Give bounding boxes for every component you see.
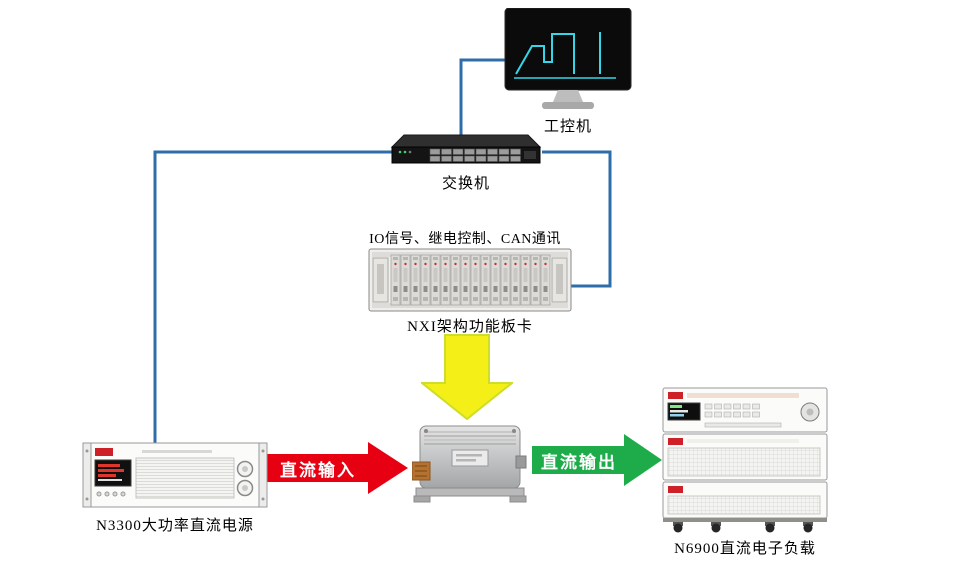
nxi-chassis-label: NXI架构功能板卡: [407, 319, 533, 335]
card-chassis-icon: [368, 248, 572, 312]
dc-output-label: 直流输出: [541, 452, 617, 472]
network-switch-label: 交换机: [441, 176, 490, 192]
network-switch-node: 交换机: [388, 131, 544, 193]
dc-input-label: 直流输入: [280, 460, 356, 480]
io-caption: IO信号、继电控制、CAN通讯: [369, 232, 561, 247]
industrial-pc-label: 工控机: [543, 119, 592, 135]
dc-input-arrow: 直流输入: [266, 439, 408, 497]
industrial-pc-node: 工控机: [502, 8, 634, 136]
cable-switch-to-psu: [153, 150, 392, 448]
load-label: N6900直流电子负载: [674, 541, 816, 557]
load-node: N6900直流电子负载: [661, 386, 829, 558]
monitor-icon: [504, 8, 632, 109]
right-arrow-icon: [266, 442, 408, 494]
switch-icon: [390, 134, 542, 164]
down-arrow-icon: [421, 334, 513, 420]
dut-node: [412, 416, 530, 504]
control-flow-arrow: [421, 334, 513, 420]
right-arrow-icon: [532, 434, 662, 486]
psu-label: N3300大功率直流电源: [96, 518, 254, 534]
dut-converter-icon: [412, 425, 527, 503]
dc-output-arrow: 直流输出: [532, 432, 662, 488]
nxi-chassis-node: NXI架构功能板卡: [368, 248, 572, 336]
psu-icon: [82, 442, 268, 508]
electronic-load-icon: [662, 387, 828, 533]
psu-node: N3300大功率直流电源: [82, 441, 268, 535]
